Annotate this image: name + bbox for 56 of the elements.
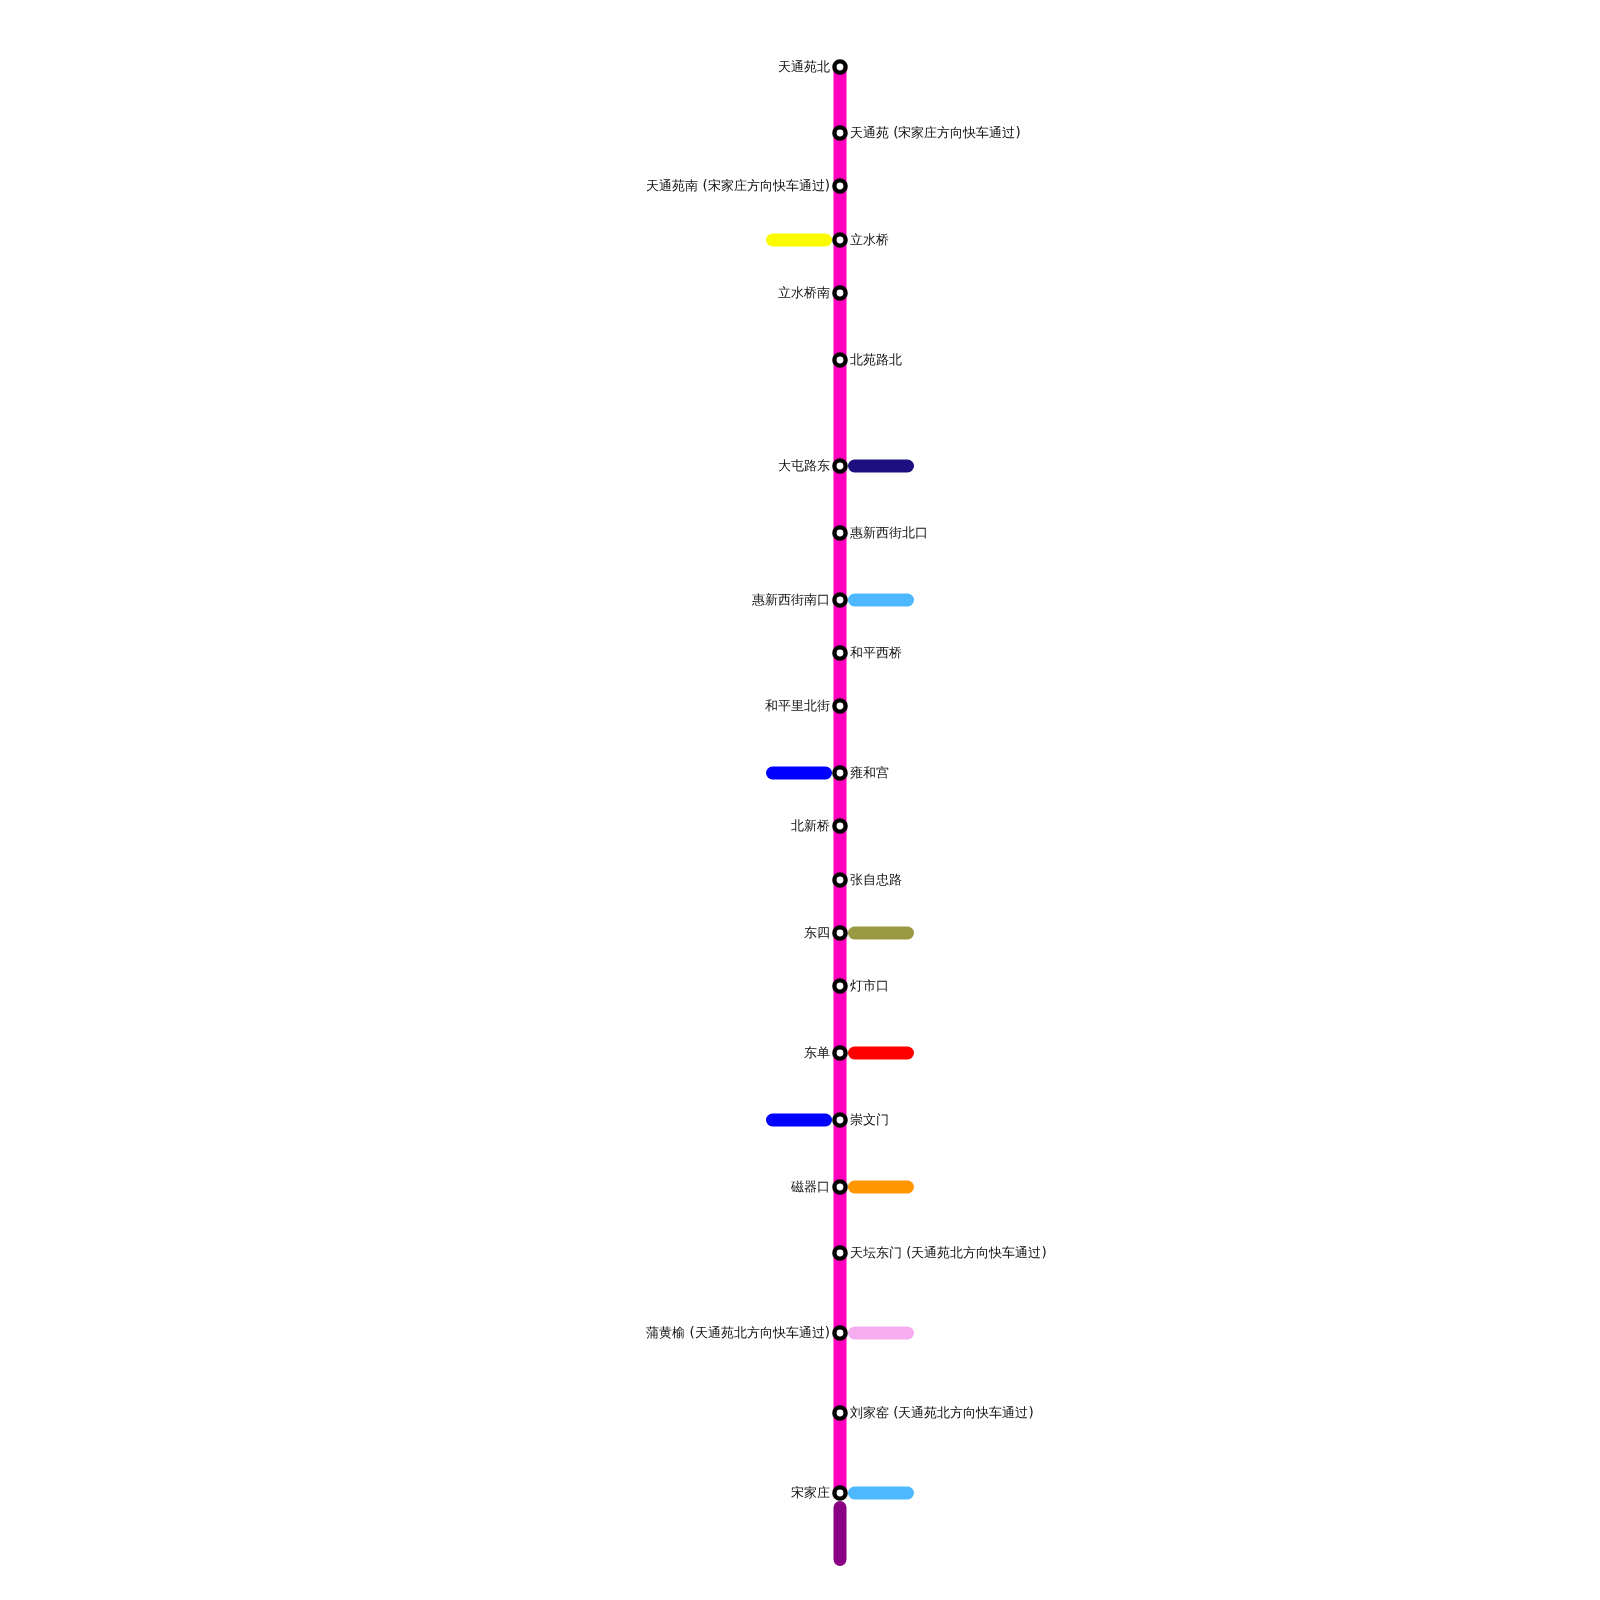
metro-line-segment [833,661,847,698]
station-name: 张自忠路 [850,872,902,888]
metro-line-segment [833,75,847,125]
transfer-line-stub [766,766,832,780]
metro-line-segment [833,714,847,765]
metro-line-segment [833,474,847,525]
station-name: 宋家庄 [791,1485,830,1501]
transfer-line-stub [848,593,914,607]
station-name: 北苑路北 [850,352,902,368]
metro-line-segment [833,834,847,872]
metro-line-segment [833,1341,847,1405]
station-name: 天通苑北 [778,59,830,75]
station-name: 北新桥 [791,818,830,834]
metro-line-segment [833,608,847,645]
metro-line-segment [833,248,847,285]
transfer-line-stub [848,1326,914,1340]
station-name: 崇文门 [850,1112,889,1128]
metro-line-segment [833,781,847,818]
transfer-line-stub [848,1486,914,1500]
station-name: 刘家窑 (天通苑北方向快车通过) [850,1405,1034,1421]
station-name: 东单 [804,1045,830,1061]
station-name: 立水桥南 [778,285,830,301]
metro-line-segment [833,194,847,232]
metro-line-segment [833,141,847,178]
metro-line-segment [833,301,847,352]
station-name: 天通苑南 (宋家庄方向快车通过) [646,178,830,194]
transfer-line-stub [766,233,832,247]
station-name: 天通苑 (宋家庄方向快车通过) [850,125,1021,141]
metro-line-segment [833,1421,847,1485]
metro-line-segment [833,541,847,592]
station-name: 大屯路东 [778,458,830,474]
transfer-line-stub [833,1501,847,1566]
station-name: 惠新西街北口 [850,525,928,541]
metro-line-segment [833,941,847,978]
station-name: 和平里北街 [765,698,830,714]
transfer-line-stub [848,1180,914,1194]
metro-line-segment [833,368,847,458]
metro-line-segment [833,1061,847,1112]
metro-line-segment [833,888,847,925]
transfer-line-stub [848,459,914,473]
metro-line-segment [833,1195,847,1245]
transfer-line-stub [766,1113,832,1127]
metro-line-segment [833,1261,847,1325]
metro-line-segment [833,994,847,1045]
station-name: 灯市口 [850,978,889,994]
station-name: 立水桥 [850,232,889,248]
transfer-line-stub [848,1046,914,1060]
station-name: 磁器口 [791,1179,830,1195]
station-name: 天坛东门 (天通苑北方向快车通过) [850,1245,1047,1261]
station-name: 蒲黄榆 (天通苑北方向快车通过) [646,1325,830,1341]
station-name: 雍和宫 [850,765,889,781]
station-name: 东四 [804,925,830,941]
transfer-line-stub [848,926,914,940]
station-name: 惠新西街南口 [752,592,830,608]
metro-line-segment [833,1128,847,1179]
station-name: 和平西桥 [850,645,902,661]
